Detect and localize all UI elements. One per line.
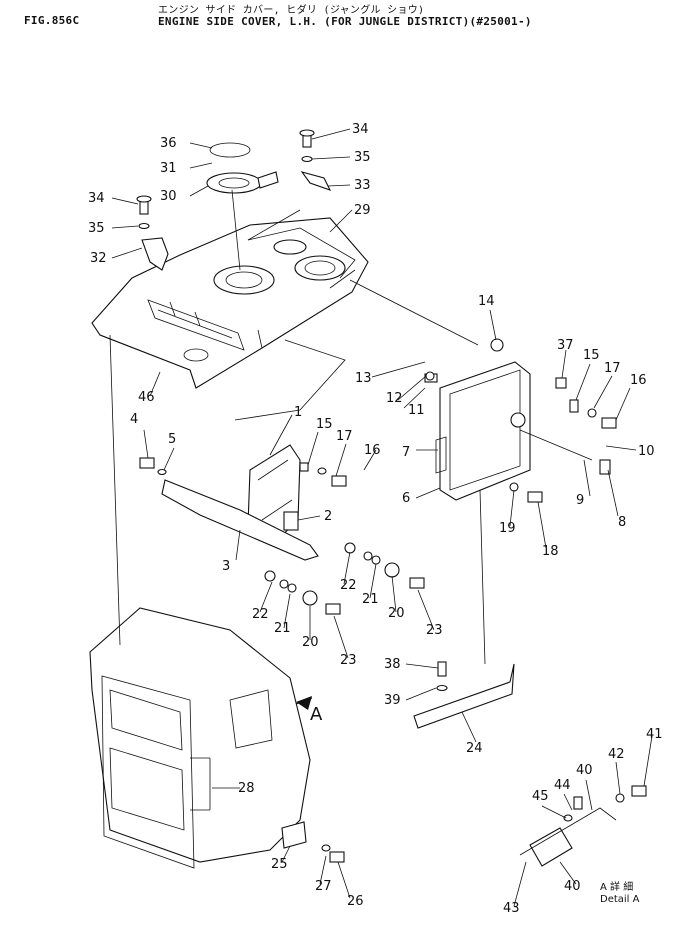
- callout-label: 45: [532, 789, 549, 804]
- callout-label: 34: [352, 122, 369, 137]
- callout-label: 5: [168, 432, 176, 447]
- callout-label: 3: [222, 559, 230, 574]
- bracket-33: [300, 171, 332, 191]
- detail-caption-english: Detail A: [600, 894, 640, 905]
- callout-label: 44: [554, 778, 571, 793]
- callout-label: 4: [130, 412, 138, 427]
- bottom-rail: [413, 663, 515, 729]
- callout-label: 15: [316, 417, 333, 432]
- callout-label: 25: [271, 857, 288, 872]
- callout-label: 15: [583, 348, 600, 363]
- callout-label: 40: [564, 879, 581, 894]
- view-marker-a: A: [310, 704, 323, 725]
- callout-label: 7: [402, 445, 410, 460]
- callout-label: 22: [252, 607, 269, 622]
- callout-label: 27: [315, 879, 332, 894]
- callout-label: 23: [426, 623, 443, 638]
- callout-label: 8: [618, 515, 626, 530]
- callout-label: 32: [90, 251, 107, 266]
- callout-label: 42: [608, 747, 625, 762]
- title-english: ENGINE SIDE COVER, L.H. (FOR JUNGLE DIST…: [158, 15, 532, 28]
- callout-label: 6: [402, 491, 410, 506]
- callout-label: 22: [340, 578, 357, 593]
- band-ring: [209, 142, 251, 158]
- bracket-32: [141, 237, 169, 271]
- callout-label: 30: [160, 189, 177, 204]
- callout-label: 29: [354, 203, 371, 218]
- detail-caption-japanese: A 詳 細: [600, 880, 633, 893]
- callout-label: 34: [88, 191, 105, 206]
- side-door-panel: [439, 361, 531, 501]
- callout-label: 39: [384, 693, 401, 708]
- callout-leaders: [111, 128, 653, 907]
- callout-label: 24: [466, 741, 483, 756]
- callout-label: 17: [336, 429, 353, 444]
- callout-label: 19: [499, 521, 516, 536]
- hardware-set: [139, 371, 617, 692]
- callout-label: 21: [362, 592, 379, 607]
- callout-label: 31: [160, 161, 177, 176]
- callout-label: 9: [576, 493, 584, 508]
- callout-label: 38: [384, 657, 401, 672]
- cap-flange: [206, 172, 262, 194]
- callout-label: 43: [503, 901, 520, 916]
- title-japanese: エンジン サイド カバー, ヒダリ (ジャングル ショウ): [158, 5, 425, 16]
- callout-label: 20: [302, 635, 319, 650]
- callout-label: 16: [630, 373, 647, 388]
- callout-label: 46: [138, 390, 155, 405]
- engine-housing: [89, 607, 311, 863]
- callout-labels: 1 2 3 4 5 6 7 8 9 10 11 12 13 14 15 15 1…: [88, 122, 663, 916]
- callout-label: 18: [542, 544, 559, 559]
- callout-label: 20: [388, 606, 405, 621]
- callout-label: 12: [386, 391, 403, 406]
- callout-label: 2: [324, 509, 332, 524]
- detail-a: [519, 785, 647, 867]
- callout-label: 21: [274, 621, 291, 636]
- callout-label: 28: [238, 781, 255, 796]
- callout-label: 26: [347, 894, 364, 909]
- callout-label: 35: [354, 150, 371, 165]
- callout-label: 37: [557, 338, 574, 353]
- callout-label: 14: [478, 294, 495, 309]
- callout-label: 17: [604, 361, 621, 376]
- drawing-linework: [89, 129, 647, 869]
- callout-label: 40: [576, 763, 593, 778]
- callout-label: 41: [646, 727, 663, 742]
- figure-label: FIG.856C: [24, 14, 80, 27]
- callout-label: 23: [340, 653, 357, 668]
- callout-label: 13: [355, 371, 372, 386]
- callout-label: 35: [88, 221, 105, 236]
- callout-label: 10: [638, 444, 655, 459]
- callout-label: 1: [294, 405, 302, 420]
- callout-label: 11: [408, 403, 425, 418]
- callout-label: 33: [354, 178, 371, 193]
- callout-label: 16: [364, 443, 381, 458]
- callout-label: 36: [160, 136, 177, 151]
